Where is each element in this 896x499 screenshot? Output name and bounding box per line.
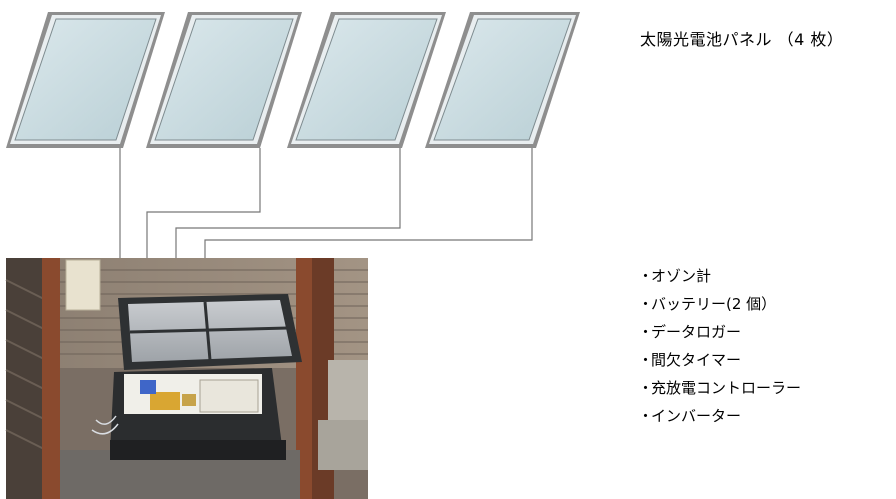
list-item: インバーター [638,402,801,430]
list-item: 充放電コントローラー [638,374,801,402]
solar-panel-4 [425,12,580,148]
solar-panel-2 [146,12,302,148]
list-item: 間欠タイマー [638,346,801,374]
list-item: データロガー [638,318,801,346]
list-item: オゾン計 [638,262,801,290]
solar-panel-3 [287,12,446,148]
component-list: オゾン計 バッテリー(2 個） データロガー 間欠タイマー 充放電コントローラー… [638,262,801,430]
solar-panel-1 [6,12,165,148]
list-item: バッテリー(2 個） [638,290,801,318]
wiring [119,148,533,258]
equipment-box-photo [5,258,368,499]
solar-panel-label: 太陽光電池パネル （4 枚） [640,30,844,49]
